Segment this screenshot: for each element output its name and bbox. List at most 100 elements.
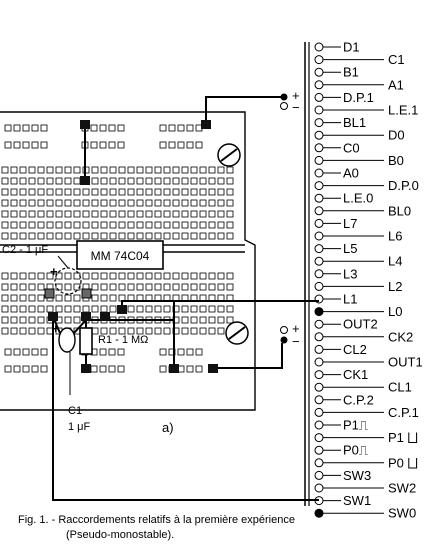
breadboard-hole xyxy=(109,272,117,280)
connector-pin xyxy=(314,105,324,115)
connector-pin xyxy=(314,244,324,254)
breadboard-hole xyxy=(100,305,108,313)
breadboard-hole xyxy=(40,365,48,373)
connector-pin xyxy=(314,483,324,493)
breadboard-hole xyxy=(55,166,63,174)
breadboard-hole xyxy=(100,283,108,291)
breadboard-hole xyxy=(91,188,99,196)
breadboard-hole xyxy=(217,283,225,291)
breadboard-hole xyxy=(154,272,162,280)
breadboard-hole xyxy=(118,177,126,185)
breadboard-hole xyxy=(118,188,126,196)
breadboard-hole xyxy=(172,272,180,280)
breadboard-hole xyxy=(181,166,189,174)
breadboard-hole xyxy=(64,316,72,324)
breadboard-hole xyxy=(199,327,207,335)
breadboard-hole xyxy=(186,365,194,373)
breadboard-hole xyxy=(190,221,198,229)
connector-label: D.P.1 xyxy=(343,90,374,105)
connector-pin xyxy=(314,218,324,228)
breadboard-hole xyxy=(181,188,189,196)
breadboard-hole xyxy=(28,327,36,335)
svg-text:+: + xyxy=(292,88,300,103)
breadboard-hole xyxy=(163,199,171,207)
connector-pin xyxy=(314,42,324,52)
breadboard-hole xyxy=(127,221,135,229)
breadboard-hole xyxy=(28,210,36,218)
breadboard-hole xyxy=(28,199,36,207)
breadboard-hole xyxy=(99,365,107,373)
breadboard-hole xyxy=(100,210,108,218)
breadboard-hole xyxy=(10,283,18,291)
breadboard-hole xyxy=(181,210,189,218)
connector-pin xyxy=(314,420,324,430)
breadboard-hole xyxy=(136,272,144,280)
breadboard-hole xyxy=(99,141,107,149)
breadboard-hole xyxy=(91,232,99,240)
breadboard-hole xyxy=(186,348,194,356)
connector-pin-connected xyxy=(315,307,323,316)
breadboard-hole xyxy=(28,166,36,174)
breadboard-hole xyxy=(22,124,30,132)
breadboard-hole xyxy=(109,210,117,218)
breadboard-hole xyxy=(22,348,30,356)
breadboard-hole xyxy=(163,232,171,240)
breadboard-hole xyxy=(91,294,99,302)
breadboard-hole xyxy=(117,365,125,373)
breadboard-hole xyxy=(82,232,90,240)
breadboard-hole xyxy=(99,124,107,132)
breadboard-hole xyxy=(154,327,162,335)
breadboard-hole xyxy=(37,188,45,196)
breadboard-hole xyxy=(172,177,180,185)
connector-pin xyxy=(314,118,324,128)
breadboard-hole xyxy=(1,294,9,302)
connector-pin xyxy=(314,168,324,178)
breadboard-hole xyxy=(1,327,9,335)
connector-label: P1⎍ xyxy=(343,418,368,433)
breadboard-hole xyxy=(127,177,135,185)
connector-label: SW2 xyxy=(388,481,416,496)
breadboard-hole xyxy=(19,327,27,335)
connector-pin xyxy=(314,433,324,443)
breadboard-hole xyxy=(19,316,27,324)
breadboard-hole xyxy=(145,199,153,207)
connector-pin xyxy=(314,181,324,191)
breadboard-hole xyxy=(109,221,117,229)
connector-label: P0 ⨆ xyxy=(388,455,418,470)
connector-label: CK2 xyxy=(388,329,413,344)
breadboard-hole xyxy=(172,166,180,174)
breadboard-hole xyxy=(217,210,225,218)
breadboard-hole xyxy=(10,294,18,302)
breadboard-hole xyxy=(199,166,207,174)
breadboard-hole xyxy=(145,221,153,229)
breadboard-hole xyxy=(64,188,72,196)
panel-label: a) xyxy=(162,420,174,435)
breadboard-hole xyxy=(145,283,153,291)
breadboard-hole xyxy=(1,188,9,196)
breadboard-hole xyxy=(22,141,30,149)
breadboard-hole xyxy=(217,305,225,313)
breadboard-hole xyxy=(159,348,167,356)
breadboard-hole xyxy=(13,348,21,356)
breadboard-hole xyxy=(217,177,225,185)
r1-label: R1 - 1 MΩ xyxy=(98,334,148,346)
breadboard-hole xyxy=(172,199,180,207)
breadboard-hole xyxy=(199,177,207,185)
breadboard-hole xyxy=(19,188,27,196)
breadboard-hole xyxy=(172,210,180,218)
svg-text:+: + xyxy=(292,321,300,336)
connector-pin xyxy=(314,231,324,241)
breadboard-hole xyxy=(91,283,99,291)
breadboard-hole xyxy=(208,221,216,229)
breadboard-hole xyxy=(28,316,36,324)
breadboard-hole xyxy=(136,210,144,218)
connector-pin xyxy=(314,470,324,480)
connector-label: P1 ⨆ xyxy=(388,430,418,445)
connector-pin xyxy=(314,395,324,405)
connector-label: SW0 xyxy=(388,506,416,521)
breadboard-hole xyxy=(127,272,135,280)
connector-pin xyxy=(314,382,324,392)
breadboard-hole xyxy=(159,141,167,149)
breadboard-hole xyxy=(46,305,54,313)
breadboard-hole xyxy=(118,166,126,174)
